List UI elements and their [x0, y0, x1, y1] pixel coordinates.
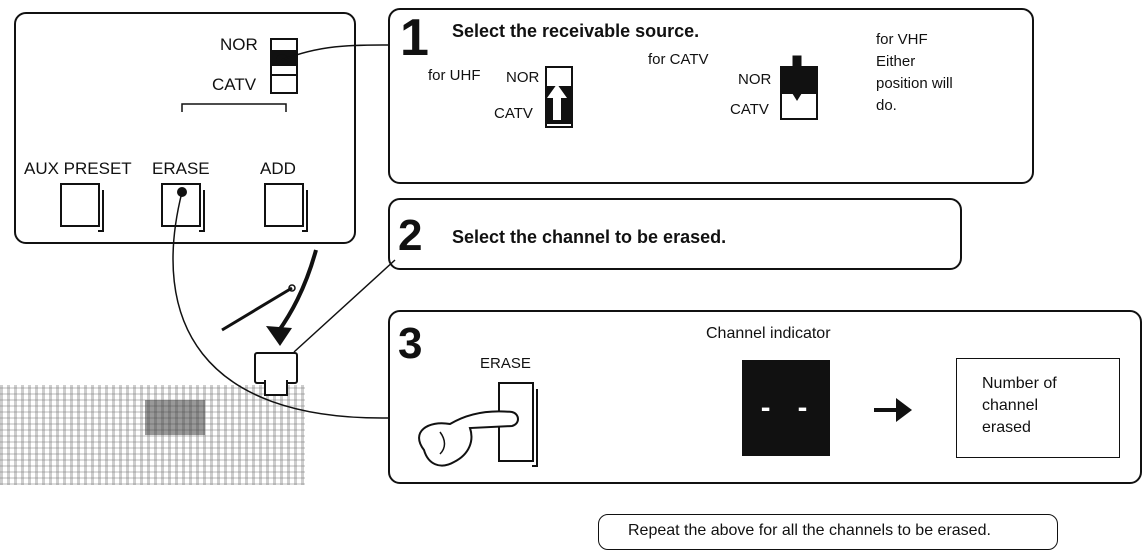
- result-line-3: erased: [982, 419, 1031, 436]
- tv-jack-port: [264, 380, 288, 396]
- channel-indicator-label: Channel indicator: [706, 325, 831, 342]
- step-2-title: Select the channel to be erased.: [452, 227, 727, 247]
- footer-note: [598, 514, 1058, 550]
- add-button[interactable]: [264, 183, 308, 232]
- arrow-head: [266, 326, 292, 346]
- channel-indicator-value: - -: [758, 394, 814, 422]
- step-3-number: 3: [398, 319, 423, 368]
- step-3-erase-label: ERASE: [480, 355, 531, 372]
- link-step-3: [172, 191, 389, 419]
- result-line-2: channel: [982, 397, 1039, 414]
- step-2-box: [388, 198, 962, 270]
- vhf-line-2: Either: [876, 53, 916, 70]
- uhf-up-arrow: [547, 84, 567, 120]
- aux-preset-button[interactable]: [60, 183, 104, 232]
- catv-catv-label: CATV: [730, 101, 769, 118]
- antenna-stick: [221, 286, 293, 332]
- vhf-line-1: for VHF: [876, 31, 928, 48]
- arrow-panel-to-jack: [276, 249, 318, 334]
- catv-label: for CATV: [648, 51, 709, 68]
- bracket: [181, 103, 287, 112]
- switch-label-nor: NOR: [220, 35, 258, 54]
- uhf-catv-label: CATV: [494, 105, 533, 122]
- tv-photo-dark: [145, 400, 205, 435]
- vhf-line-4: do.: [876, 97, 897, 114]
- result-line-1: Number of: [982, 375, 1057, 392]
- panel-button-label-erase: ERASE: [152, 159, 210, 178]
- uhf-label: for UHF: [428, 67, 481, 84]
- result-box: [956, 358, 1120, 458]
- link-step-2: [293, 259, 396, 353]
- pointing-hand: [418, 410, 519, 467]
- uhf-nor-label: NOR: [506, 69, 540, 86]
- panel-button-label-add: ADD: [260, 159, 296, 178]
- catv-nor-label: NOR: [738, 71, 772, 88]
- step-2-number: 2: [398, 211, 423, 260]
- channel-indicator-display: - -: [742, 360, 830, 456]
- footer-text: Repeat the above for all the channels to…: [628, 522, 991, 539]
- step-1-title: Select the receivable source.: [452, 21, 700, 41]
- switch-label-catv: CATV: [212, 75, 257, 94]
- panel-button-label-aux: AUX PRESET: [24, 159, 132, 178]
- step-1-number: 1: [400, 9, 429, 67]
- catv-down-arrow: [786, 55, 808, 101]
- result-arrow-head: [896, 398, 912, 422]
- vhf-line-3: position will: [876, 75, 953, 92]
- step-1-box: [388, 8, 1034, 184]
- link-step-1: [281, 44, 389, 61]
